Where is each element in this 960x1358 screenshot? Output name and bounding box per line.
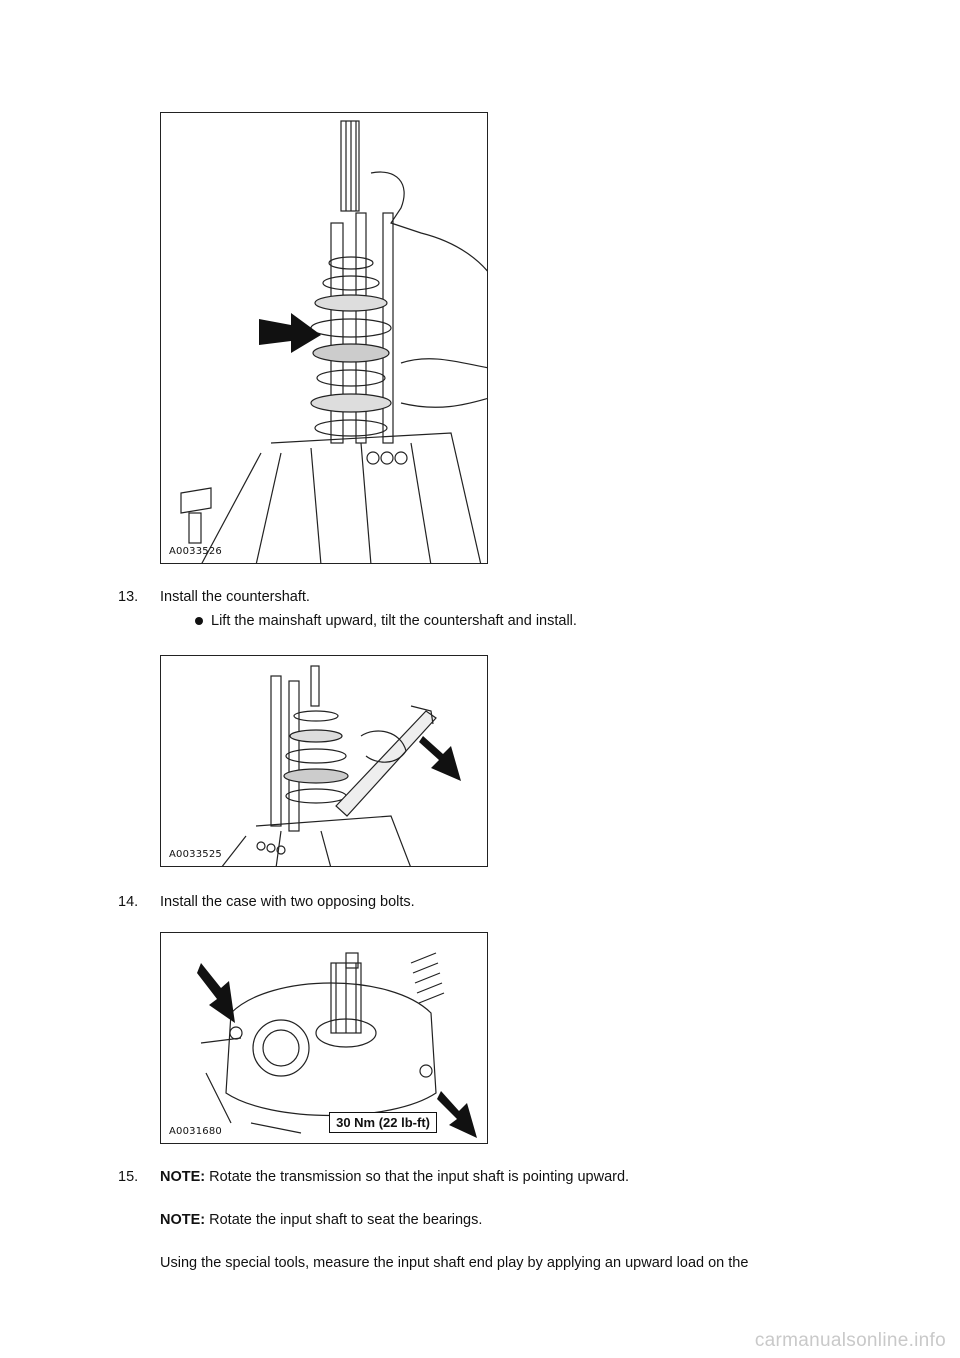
note-text: Rotate the input shaft to seat the beari… xyxy=(205,1212,483,1228)
note-label: NOTE: xyxy=(160,1212,206,1228)
note-line-1: NOTE: Rotate the transmission so that th… xyxy=(160,1168,629,1186)
figure-countershaft-installation: A0033525 xyxy=(160,655,488,867)
case-illustration xyxy=(197,952,477,1138)
step-text: Using the special tools, measure the inp… xyxy=(160,1255,749,1271)
bullet-text: Lift the mainshaft upward, tilt the coun… xyxy=(211,613,577,629)
step-number: 14. xyxy=(118,894,139,910)
step-text: Install the countershaft. xyxy=(160,589,310,605)
note-label: NOTE: xyxy=(160,1169,206,1185)
figure-id: A0031680 xyxy=(169,1126,222,1137)
step-text: Install the case with two opposing bolts… xyxy=(160,894,415,910)
mainshaft-illustration xyxy=(180,120,487,563)
figure-case-bolts: 30 Nm (22 lb-ft) A0031680 xyxy=(160,932,488,1144)
countershaft-illustration xyxy=(221,665,461,866)
step-number: 13. xyxy=(118,589,139,605)
torque-label: 30 Nm (22 lb-ft) xyxy=(329,1112,437,1133)
bullet-dot xyxy=(195,617,203,625)
footer-watermark: carmanualsonline.info xyxy=(754,1330,946,1351)
note-line-2: NOTE: Rotate the input shaft to seat the… xyxy=(160,1211,482,1229)
figure-mainshaft-installation: A0033526 xyxy=(160,112,488,564)
figure-id: A0033525 xyxy=(169,849,222,860)
figure-id: A0033526 xyxy=(169,546,222,557)
note-text: Rotate the transmission so that the inpu… xyxy=(205,1169,630,1185)
step-number: 15. xyxy=(118,1169,139,1185)
